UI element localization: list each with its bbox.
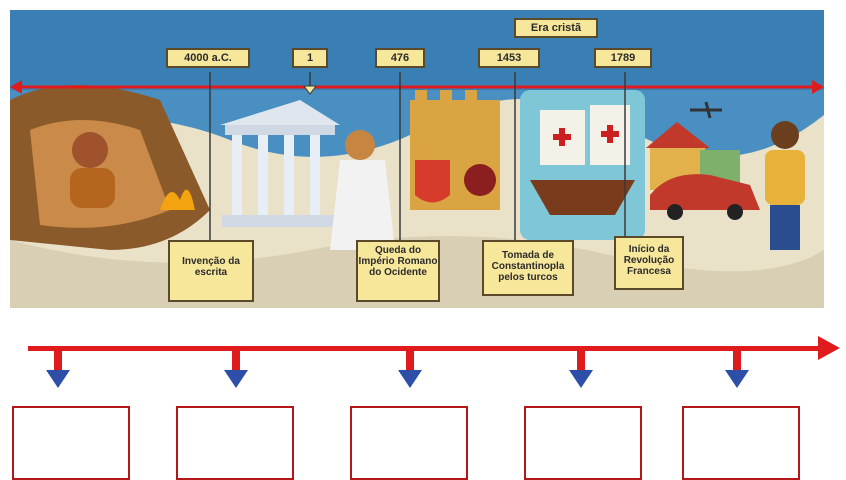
date-label: 1453 bbox=[478, 48, 540, 68]
answer-box[interactable] bbox=[12, 406, 130, 480]
event-label: Início da Revolução Francesa bbox=[614, 236, 684, 290]
answer-box[interactable] bbox=[524, 406, 642, 480]
event-label: Queda do Império Romano do Ocidente bbox=[356, 240, 440, 302]
down-arrow-icon bbox=[46, 350, 70, 388]
blank-timeline-arrow bbox=[28, 346, 826, 351]
blank-timeline-arrowhead bbox=[818, 336, 840, 360]
date-label: 476 bbox=[375, 48, 425, 68]
era-label: Era cristã bbox=[514, 18, 598, 38]
down-arrow-icon bbox=[224, 350, 248, 388]
answer-box[interactable] bbox=[350, 406, 468, 480]
down-arrow-icon bbox=[725, 350, 749, 388]
date-label: 4000 a.C. bbox=[166, 48, 250, 68]
down-arrow-icon bbox=[569, 350, 593, 388]
event-label: Invenção da escrita bbox=[168, 240, 254, 302]
event-label: Tomada de Constantinopla pelos turcos bbox=[482, 240, 574, 296]
answer-box[interactable] bbox=[176, 406, 294, 480]
answer-box[interactable] bbox=[682, 406, 800, 480]
date-label: 1789 bbox=[594, 48, 652, 68]
date-label: 1 bbox=[292, 48, 328, 68]
timeline-illustration: Era cristã 4000 a.C. 1 476 1453 1789 Inv… bbox=[10, 10, 824, 308]
down-arrow-icon bbox=[398, 350, 422, 388]
